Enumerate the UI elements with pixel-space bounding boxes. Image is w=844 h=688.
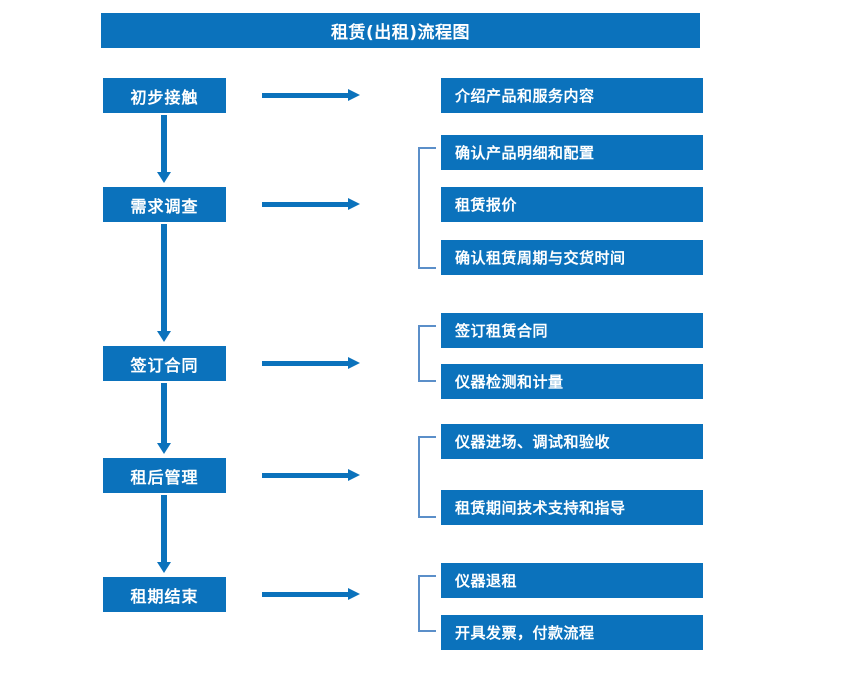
group-bracket-icon: [418, 147, 436, 269]
arrow-right-icon: [262, 355, 360, 373]
detail-box-8[interactable]: 租赁期间技术支持和指导: [441, 490, 703, 525]
stage-label: 租后管理: [130, 467, 199, 487]
arrow-head: [157, 331, 171, 342]
arrow-head: [348, 588, 360, 600]
arrow-head: [157, 443, 171, 454]
stage-box-3[interactable]: 签订合同: [103, 346, 226, 381]
detail-box-10[interactable]: 开具发票，付款流程: [441, 615, 703, 650]
detail-box-2[interactable]: 确认产品明细和配置: [441, 135, 703, 170]
detail-label: 确认租赁周期与交货时间: [455, 249, 626, 267]
arrow-down-icon: [157, 495, 171, 573]
arrow-right-icon: [262, 586, 360, 604]
group-bracket-icon: [418, 325, 436, 382]
arrow-head: [348, 357, 360, 369]
detail-label: 仪器进场、调试和验收: [455, 433, 611, 451]
arrow-down-icon: [157, 115, 171, 183]
stage-label: 需求调查: [130, 196, 199, 216]
detail-label: 租赁期间技术支持和指导: [455, 499, 626, 517]
detail-label: 仪器退租: [455, 572, 518, 590]
arrow-right-icon: [262, 467, 360, 485]
detail-box-3[interactable]: 租赁报价: [441, 187, 703, 222]
detail-box-1[interactable]: 介绍产品和服务内容: [441, 78, 703, 113]
detail-label: 仪器检测和计量: [455, 373, 564, 391]
arrow-shaft: [262, 93, 350, 98]
detail-label: 签订租赁合同: [455, 322, 549, 340]
arrow-head: [348, 469, 360, 481]
detail-label: 确认产品明细和配置: [455, 144, 595, 162]
arrow-shaft: [262, 473, 350, 478]
arrow-head: [157, 562, 171, 573]
arrow-shaft: [161, 115, 167, 172]
stage-label: 签订合同: [130, 355, 199, 375]
arrow-down-icon: [157, 224, 171, 342]
detail-box-9[interactable]: 仪器退租: [441, 563, 703, 598]
arrow-down-icon: [157, 383, 171, 454]
detail-box-7[interactable]: 仪器进场、调试和验收: [441, 424, 703, 459]
arrow-right-icon: [262, 87, 360, 105]
arrow-head: [348, 198, 360, 210]
stage-box-2[interactable]: 需求调查: [103, 187, 226, 222]
detail-label: 介绍产品和服务内容: [455, 87, 595, 105]
stage-box-1[interactable]: 初步接触: [103, 78, 226, 113]
group-bracket-icon: [418, 575, 436, 632]
stage-box-4[interactable]: 租后管理: [103, 458, 226, 493]
arrow-shaft: [262, 592, 350, 597]
arrow-shaft: [161, 224, 167, 331]
arrow-head: [157, 172, 171, 183]
stage-box-5[interactable]: 租期结束: [103, 577, 226, 612]
arrow-right-icon: [262, 196, 360, 214]
stage-label: 初步接触: [130, 87, 199, 107]
arrow-shaft: [262, 361, 350, 366]
detail-label: 开具发票，付款流程: [455, 624, 595, 642]
arrow-head: [348, 89, 360, 101]
detail-box-5[interactable]: 签订租赁合同: [441, 313, 703, 348]
group-bracket-icon: [418, 436, 436, 518]
detail-box-6[interactable]: 仪器检测和计量: [441, 364, 703, 399]
arrow-shaft: [161, 495, 167, 562]
detail-box-4[interactable]: 确认租赁周期与交货时间: [441, 240, 703, 275]
arrow-shaft: [161, 383, 167, 443]
detail-label: 租赁报价: [455, 196, 518, 214]
arrow-shaft: [262, 202, 350, 207]
page-title: 租赁(出租)流程图: [101, 13, 700, 48]
stage-label: 租期结束: [130, 586, 199, 606]
